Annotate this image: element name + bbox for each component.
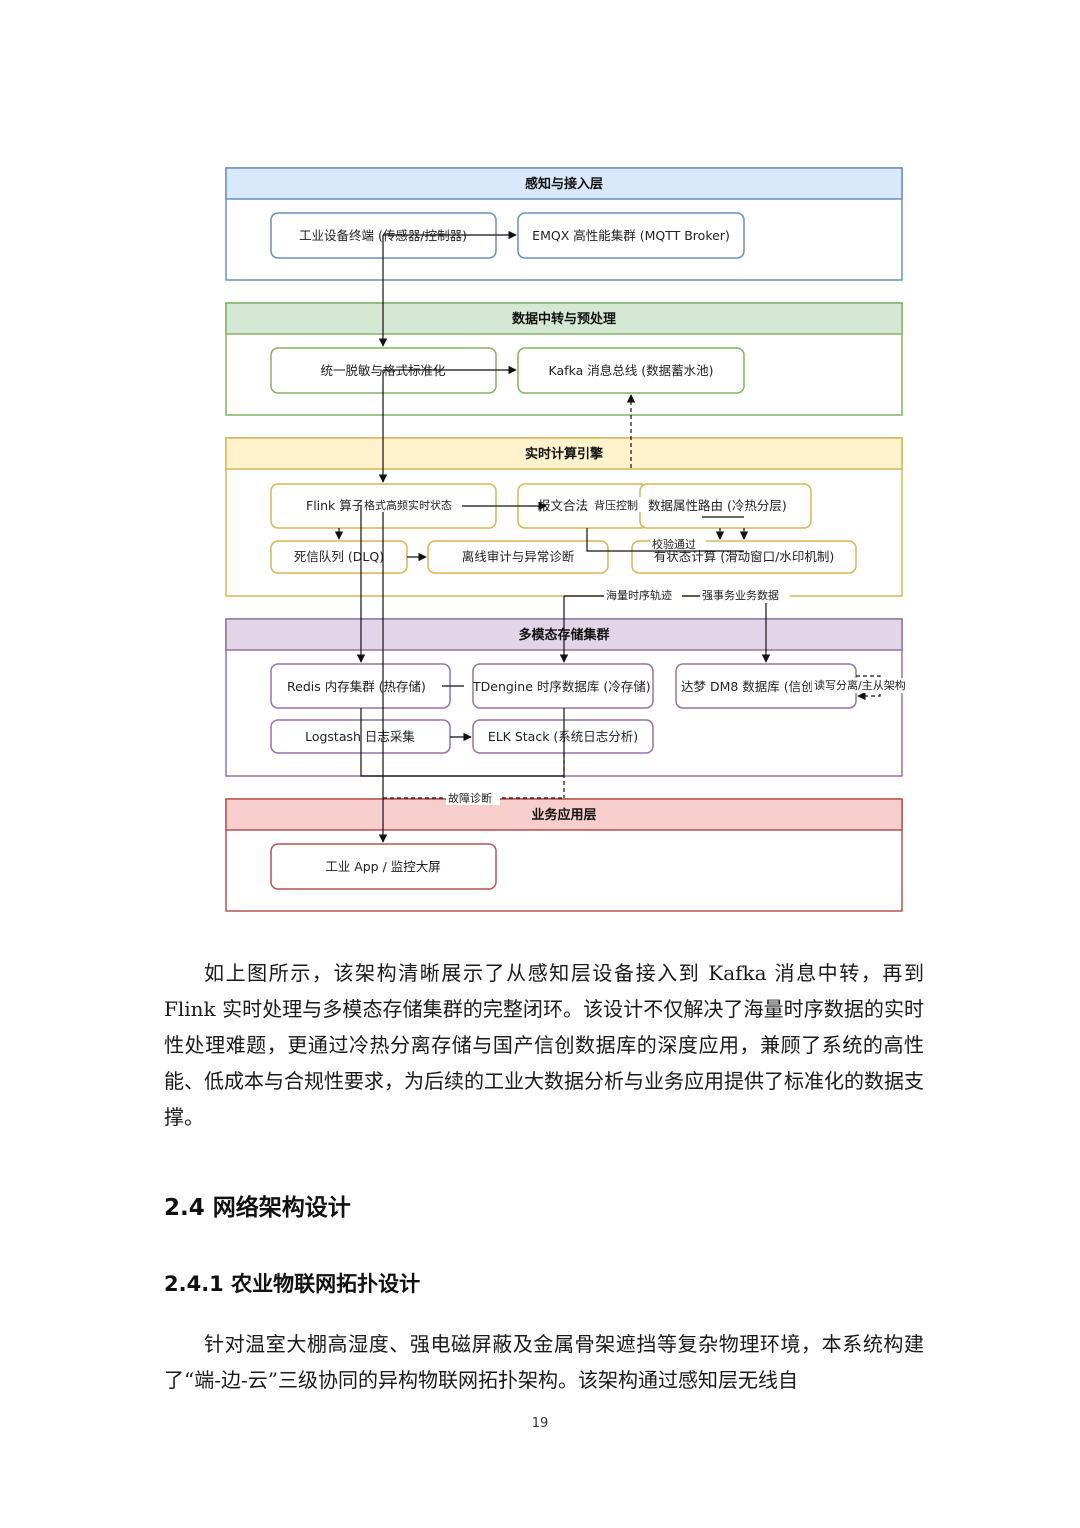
edge-label-ts-track: 海量时序轨迹 <box>606 588 672 602</box>
page-number: 19 <box>531 1416 549 1431</box>
node-flink-label: Flink 算子 <box>306 498 364 513</box>
node-kafka: Kafka 消息总线 (数据蓄水池) <box>517 347 745 394</box>
node-legal-label: 报文合法 <box>538 498 588 513</box>
layer-title-perception: 感知与接入层 <box>525 176 603 192</box>
edge-label-strong-tx: 强事务业务数据 <box>702 588 779 602</box>
node-elk: ELK Stack (系统日志分析) <box>472 719 654 754</box>
node-tdengine-label: TDengine 时序数据库 (冷存储) <box>472 679 651 694</box>
node-dlq-label: 死信队列 (DLQ) <box>294 549 384 564</box>
node-emqx: EMQX 高性能集群 (MQTT Broker) <box>517 212 745 259</box>
edge-legal-verify <box>586 528 744 552</box>
edge-label-backpressure: 背压控制 <box>594 498 638 512</box>
edge-label-fault: 故障诊断 <box>448 791 492 805</box>
layer-title-app: 业务应用层 <box>531 807 596 823</box>
edge-label-bg-backpressure <box>592 497 646 512</box>
body-paragraph-1: 如上图所示，该架构清晰展示了从感知层设备接入到 Kafka 消息中转，再到 Fl… <box>164 961 924 1129</box>
node-stateful-label: 有状态计算 (滑动窗口/水印机制) <box>654 549 834 564</box>
subsection-heading: 2.4.1 农业物联网拓扑设计 <box>164 1272 421 1296</box>
edge-label-bg-rw-split <box>812 678 930 693</box>
edge-label-high-freq: 格式高频实时状态 <box>364 498 452 512</box>
node-route-label: 数据属性路由 (冷热分层) <box>648 498 787 513</box>
edge-label-bg-ts-track <box>604 588 682 603</box>
node-redis: Redis 内存集群 (热存储) <box>270 663 451 709</box>
edge-label-verify: 校验通过 <box>652 537 696 551</box>
node-route: 数据属性路由 (冷热分层) <box>639 483 812 529</box>
architecture-diagram: 感知与接入层 数据中转与预处理 实时计算引擎 多模态存储集群 业务应用层 工业设… <box>225 167 930 912</box>
node-audit-label: 离线审计与异常诊断 <box>462 549 575 564</box>
node-tdengine: TDengine 时序数据库 (冷存储) <box>472 663 654 709</box>
body-paragraph-2: 针对温室大棚高湿度、强电磁屏蔽及金属骨架遮挡等复杂物理环境，本系统构建了“端-边… <box>164 1332 924 1392</box>
node-dm8-label: 达梦 DM8 数据库 (信创 <box>681 679 814 694</box>
edge-label-bg-strong-tx <box>700 588 790 603</box>
edge-label-bg-verify <box>650 537 706 550</box>
node-appnode-label: 工业 App / 监控大屏 <box>325 859 441 874</box>
node-appnode: 工业 App / 监控大屏 <box>270 843 497 890</box>
edge-label-bg-fault <box>446 790 500 805</box>
node-elk-label: ELK Stack (系统日志分析) <box>488 729 638 744</box>
layer-app: 业务应用层 <box>225 798 903 912</box>
node-audit: 离线审计与异常诊断 <box>427 540 609 574</box>
edge-label-bg-high-freq <box>362 497 462 512</box>
edge-label-rw-split: 读写分离/主从架构 <box>814 678 906 692</box>
node-logstash-label: Logstash 日志采集 <box>305 729 415 744</box>
node-emqx-label: EMQX 高性能集群 (MQTT Broker) <box>532 228 730 243</box>
layer-title-relay: 数据中转与预处理 <box>512 311 616 327</box>
node-redis-label: Redis 内存集群 (热存储) <box>287 679 426 694</box>
node-dlq: 死信队列 (DLQ) <box>270 540 408 574</box>
edge-storage-merge <box>360 708 565 777</box>
node-kafka-label: Kafka 消息总线 (数据蓄水池) <box>549 363 714 378</box>
section-heading: 2.4 网络架构设计 <box>164 1195 351 1221</box>
layer-title-compute: 实时计算引擎 <box>525 446 603 462</box>
